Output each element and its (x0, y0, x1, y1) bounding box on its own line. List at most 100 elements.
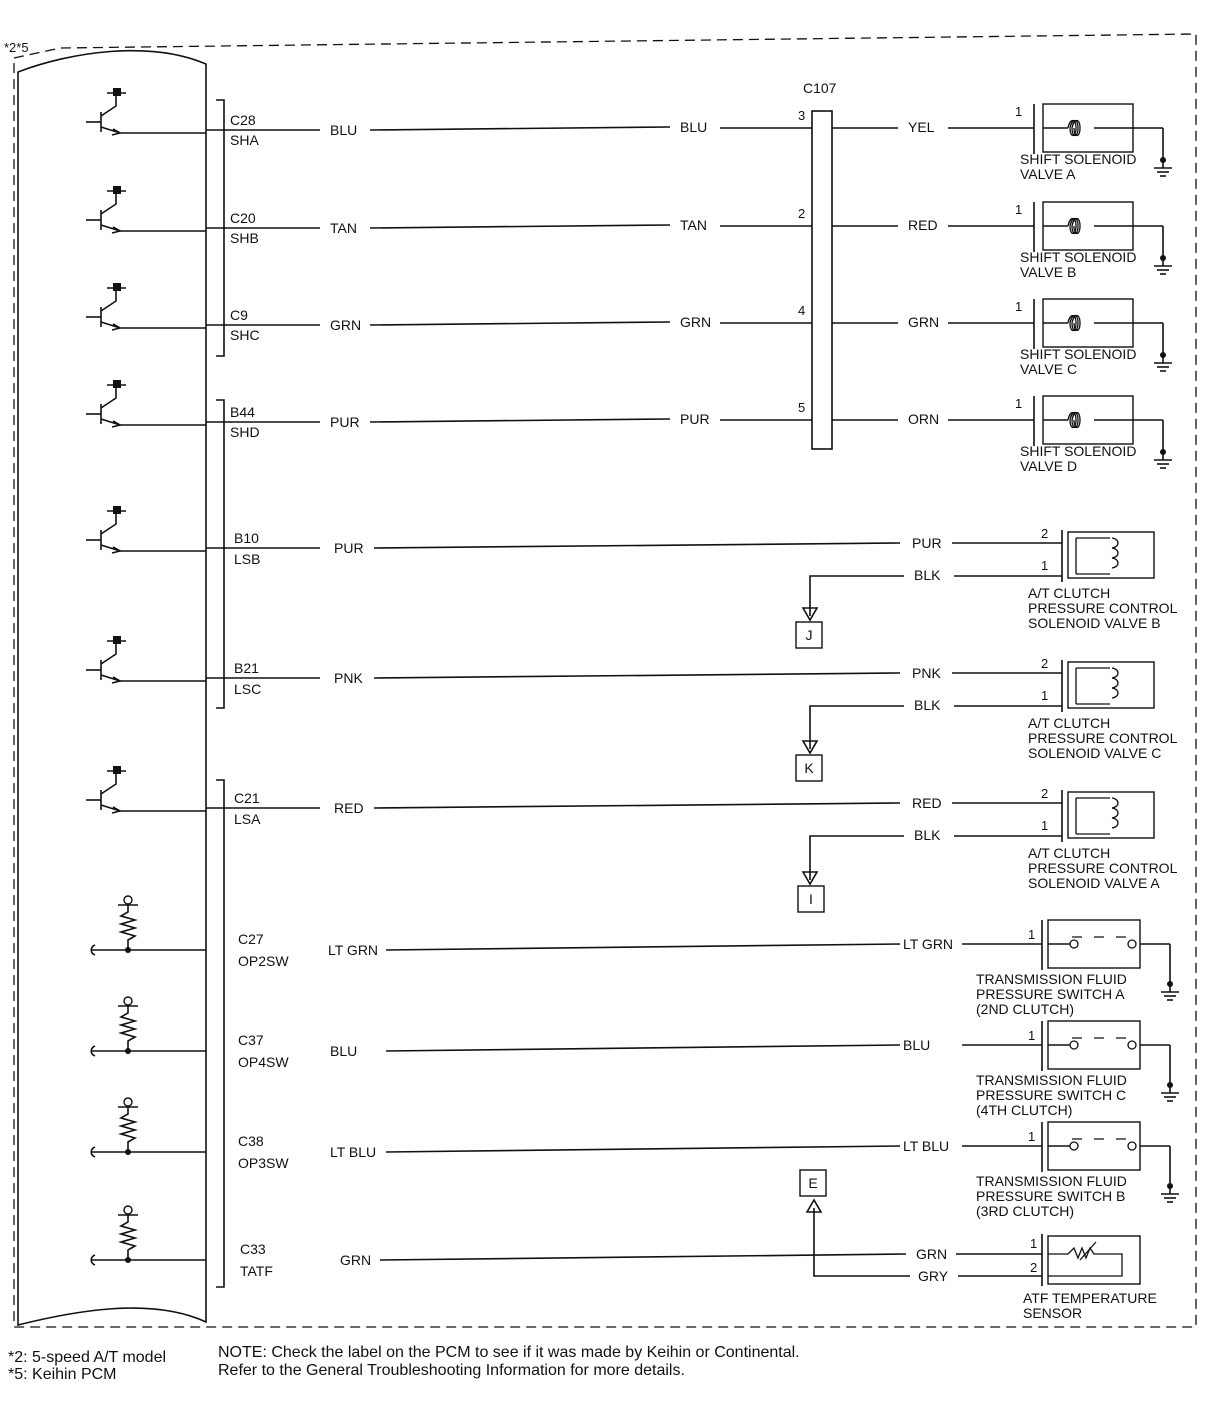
solenoid-coil (1067, 217, 1081, 235)
component-name: PRESSURE CONTROL (1028, 860, 1178, 876)
transistor-terminal (113, 766, 121, 774)
vref-terminal (123, 1097, 133, 1107)
wire-color-label: YEL (908, 119, 935, 135)
component-name: PRESSURE SWITCH B (976, 1188, 1125, 1204)
wire-color-label: TAN (680, 217, 707, 233)
wire-color-label: GRN (680, 314, 711, 330)
component-name: TRANSMISSION FLUID (976, 1072, 1127, 1088)
component-name: A/T CLUTCH (1028, 845, 1110, 861)
coil-lead (1075, 797, 1110, 835)
emitter-arrow (111, 806, 123, 814)
pcm-outline (17, 49, 207, 1327)
input-tick (90, 944, 96, 956)
coil-lead (1075, 667, 1110, 705)
terminal-label: C38 (238, 1133, 264, 1149)
component-pin: 1 (1028, 1129, 1035, 1144)
wire-color-label: BLK (914, 827, 941, 843)
emitter-arrow (111, 420, 123, 428)
harness-wire (385, 943, 901, 951)
component-name: SOLENOID VALVE C (1028, 745, 1161, 761)
component-pin: 1 (1030, 1236, 1037, 1251)
component-pin: 2 (1041, 526, 1048, 541)
terminal-label: B21 (234, 660, 259, 676)
return-arrow (801, 871, 819, 886)
component-name: SOLENOID VALVE A (1028, 875, 1160, 891)
component-name: (4TH CLUTCH) (976, 1102, 1072, 1118)
transistor-collector (100, 511, 117, 535)
wire-color-label: BLU (330, 122, 357, 138)
transistor-collector (100, 288, 117, 312)
component-name: SOLENOID VALVE B (1028, 615, 1161, 631)
transistor-emitter (100, 126, 206, 134)
reference-label: E (808, 1175, 817, 1191)
c107-connector (811, 110, 833, 450)
terminal-label: C21 (234, 790, 260, 806)
wire-color-label: PNK (334, 670, 363, 686)
transistor-collector (100, 641, 117, 665)
reference-label: J (806, 627, 813, 643)
note-line-2: Refer to the General Troubleshooting Inf… (218, 1362, 685, 1379)
wire-color-label: GRN (916, 1246, 947, 1262)
terminal-label: C33 (240, 1241, 266, 1257)
transistor-collector (100, 385, 117, 409)
transistor-terminal (113, 88, 121, 96)
component-pin: 2 (1041, 786, 1048, 801)
component-pin: 2 (1041, 656, 1048, 671)
transistor-terminal (113, 186, 121, 194)
harness-wire (373, 672, 901, 679)
harness-wire (369, 321, 671, 326)
wire-color-label: LT GRN (328, 942, 378, 958)
wire-color-label: BLU (330, 1043, 357, 1059)
vref-terminal (123, 1205, 133, 1215)
component-pin: 1 (1015, 396, 1022, 411)
pressure-coil (1111, 667, 1119, 699)
component-pin: 1 (1015, 299, 1022, 314)
wire-color-label: LT GRN (903, 936, 953, 952)
wire-color-label: PNK (912, 665, 941, 681)
component-name: PRESSURE CONTROL (1028, 730, 1178, 746)
signal-label: LSA (234, 811, 261, 827)
signal-label: LSC (234, 681, 261, 697)
terminal-label: C27 (238, 931, 264, 947)
component-pin: 1 (1015, 104, 1022, 119)
signal-label: SHB (230, 230, 259, 246)
component-name: SHIFT SOLENOID (1020, 443, 1136, 459)
transistor-emitter (100, 418, 206, 426)
terminal-label: C20 (230, 210, 256, 226)
wire-color-label: PUR (912, 535, 942, 551)
wire-color-label: LT BLU (903, 1138, 949, 1154)
pressure-valve-body (1067, 531, 1155, 579)
component-name: A/T CLUTCH (1028, 585, 1110, 601)
solenoid-coil (1067, 314, 1081, 332)
terminal-bracket (216, 779, 225, 1288)
return-arrow (805, 1198, 823, 1213)
connector-pin: 4 (798, 303, 805, 318)
reference-label: I (809, 891, 813, 907)
signal-label: SHA (230, 132, 259, 148)
thermistor (1048, 1246, 1123, 1277)
signal-label: OP2SW (238, 953, 289, 969)
component-name: TRANSMISSION FLUID (976, 1173, 1127, 1189)
wire-color-label: LT BLU (330, 1144, 376, 1160)
terminal-bracket (216, 399, 225, 709)
wire-color-label: BLU (680, 119, 707, 135)
wire-color-label: PUR (680, 411, 710, 427)
component-name: VALVE D (1020, 458, 1077, 474)
solenoid-coil (1067, 411, 1081, 429)
return-wire (809, 835, 904, 880)
transistor-terminal (113, 380, 121, 388)
pullup-resistor (118, 1006, 138, 1051)
switch-contact (1069, 939, 1079, 949)
terminal-label: B44 (230, 404, 255, 420)
transistor-terminal (113, 636, 121, 644)
component-pin: 1 (1041, 558, 1048, 573)
emitter-arrow (111, 323, 123, 331)
terminal-label: B10 (234, 530, 259, 546)
return-wire (809, 575, 904, 616)
